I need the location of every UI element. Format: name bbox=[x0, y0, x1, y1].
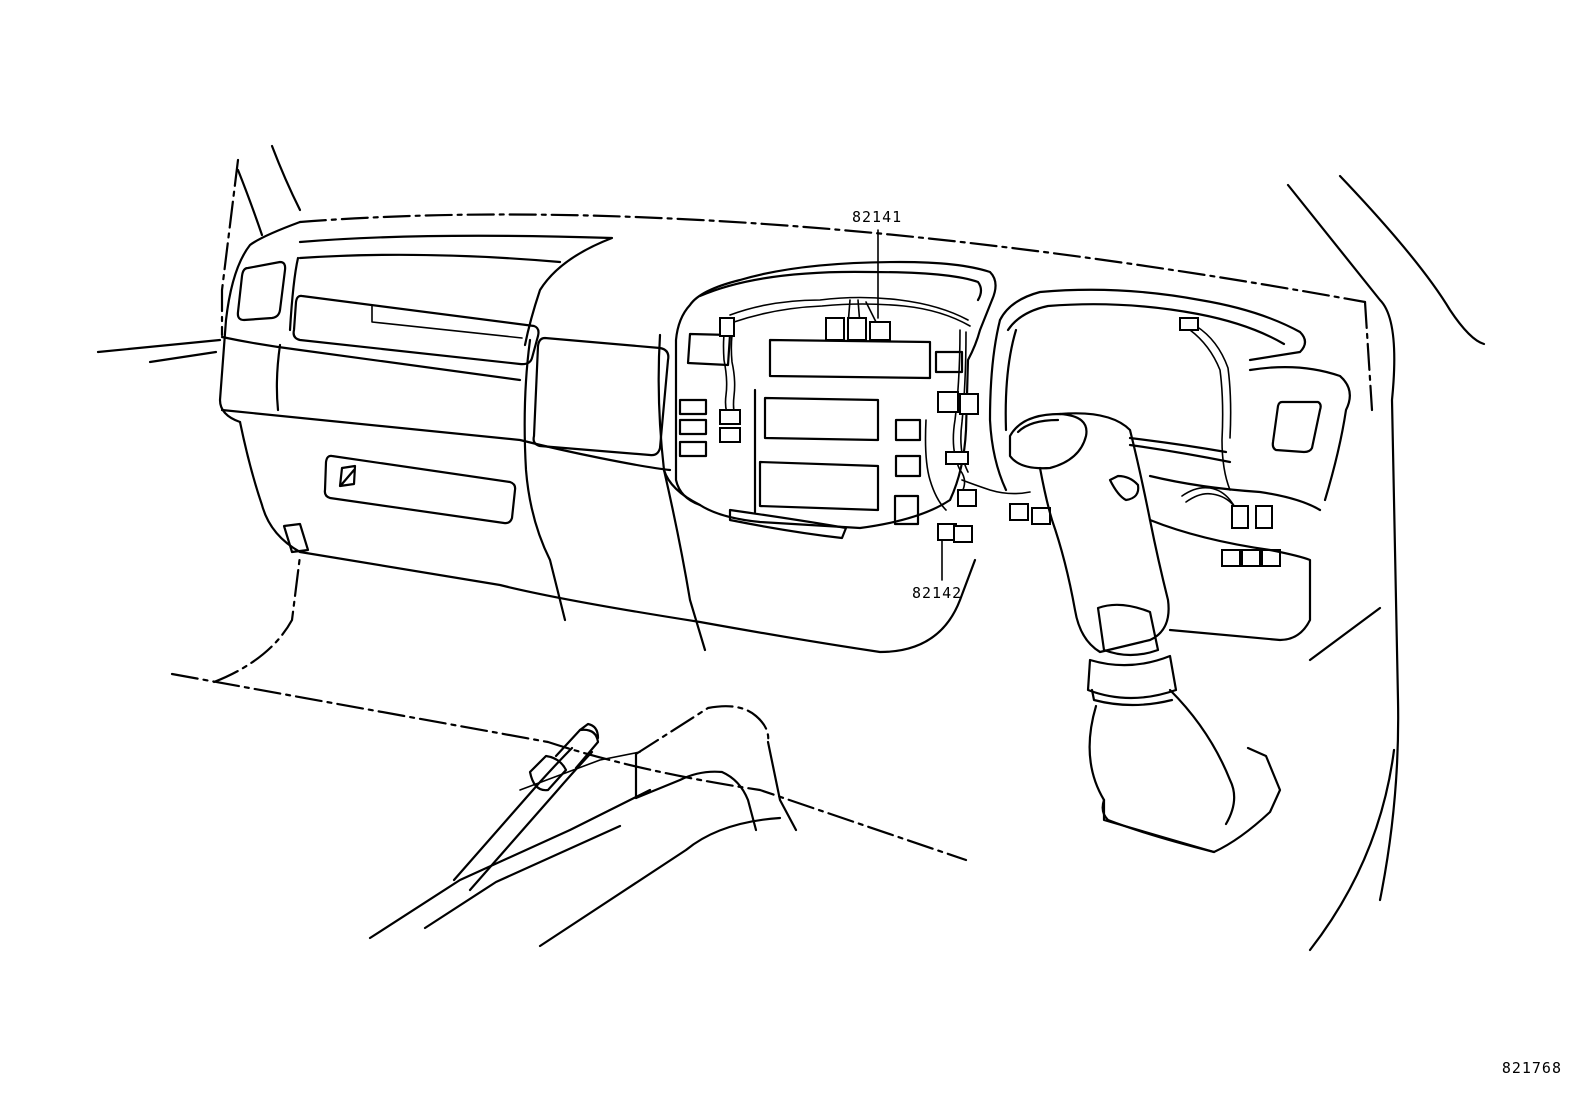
wire-harness bbox=[722, 296, 1241, 521]
instrument-cluster-hood bbox=[988, 288, 1307, 492]
right-pillar bbox=[1286, 174, 1486, 952]
upper-glove-box bbox=[292, 294, 540, 366]
callout-82142: 82142 bbox=[912, 539, 962, 602]
callout-82141: 82141 bbox=[852, 208, 902, 319]
left-door-lines bbox=[96, 338, 222, 364]
steering-column bbox=[1008, 412, 1282, 854]
left-a-pillar bbox=[220, 144, 302, 337]
connectors bbox=[719, 317, 1281, 567]
left-air-vent bbox=[236, 260, 287, 322]
right-air-vent bbox=[1148, 366, 1351, 642]
callout-label-82142: 82142 bbox=[912, 584, 962, 602]
center-stack-bezel bbox=[657, 260, 997, 540]
lower-glove-panel bbox=[323, 454, 517, 525]
diagram-reference-number: 821768 bbox=[1501, 1059, 1562, 1077]
dashboard-left-body bbox=[218, 220, 977, 654]
dashboard-top-outline bbox=[298, 213, 1374, 412]
center-panel bbox=[523, 336, 707, 652]
left-lower-vent bbox=[282, 522, 310, 554]
floor-outline bbox=[170, 554, 968, 862]
parking-brake-lever bbox=[368, 705, 798, 948]
callout-label-82141: 82141 bbox=[852, 208, 902, 226]
